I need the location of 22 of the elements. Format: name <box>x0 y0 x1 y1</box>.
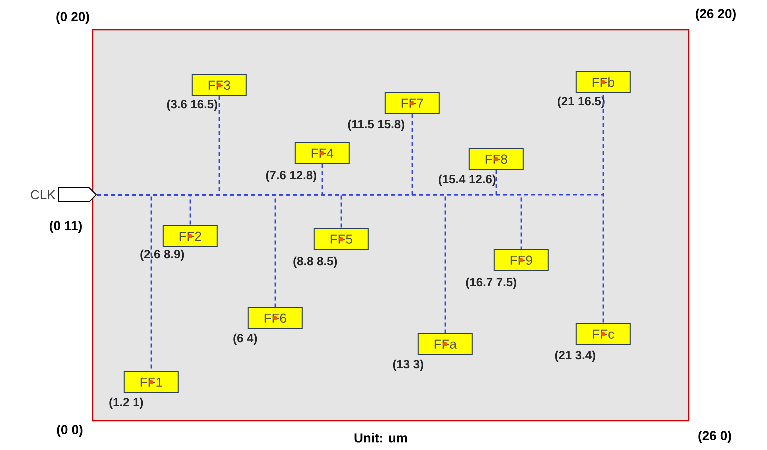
corner-coordinate: (0 11) <box>50 220 82 234</box>
unit-label: Unit: um <box>354 433 408 443</box>
clock-wire <box>97 194 604 324</box>
coordinate-label: (1.2 1) <box>110 398 144 409</box>
coordinate-label: (21 3.4) <box>555 350 596 362</box>
corner-coordinate: (0 20) <box>56 12 90 24</box>
coordinate-label: (15.4 12.6) <box>438 174 496 186</box>
coordinate-label: (8.8 8.5) <box>294 256 338 268</box>
coordinate-label: (6 4) <box>234 334 258 345</box>
coordinate-label: (7.6 12.8) <box>266 170 316 182</box>
coordinate-label: (21 16.5) <box>558 96 605 108</box>
coordinate-label: (2.6 8.9) <box>140 250 184 261</box>
corner-coordinate: (26 0) <box>698 430 732 444</box>
coordinate-label: (13 3) <box>393 360 424 371</box>
node-label: CLK <box>31 190 56 200</box>
corner-coordinate: (26 20) <box>696 8 736 22</box>
die-area <box>92 29 690 422</box>
coordinate-label: (3.6 16.5) <box>167 100 218 111</box>
coordinate-label: (16.7 7.5) <box>466 278 516 289</box>
corner-coordinate: (0 0) <box>57 424 83 438</box>
coordinate-label: (11.5 15.8) <box>348 120 404 131</box>
clock-port: CLK <box>31 188 98 202</box>
